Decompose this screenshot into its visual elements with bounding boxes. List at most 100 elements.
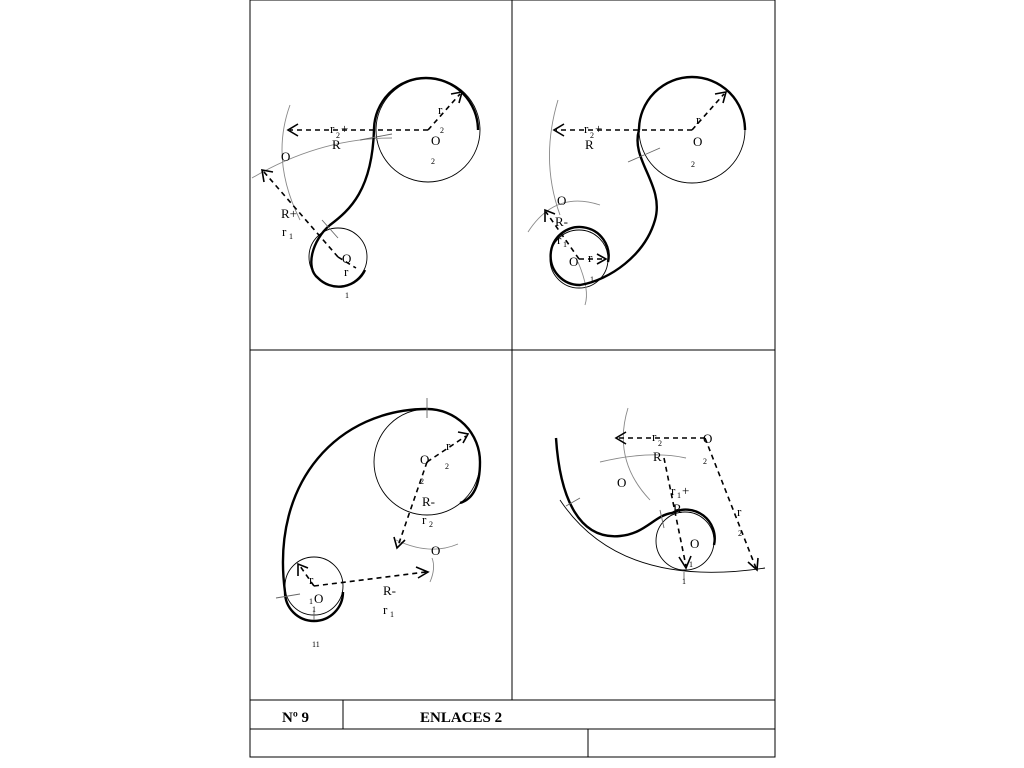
label: O: [557, 193, 566, 208]
label: R-: [555, 214, 568, 229]
label: 2: [590, 131, 594, 140]
construction-arc: [599, 454, 687, 463]
label: 2: [658, 439, 662, 448]
sheet-number: Nº 9: [282, 710, 309, 726]
label: +: [341, 121, 348, 136]
label: 1: [390, 610, 394, 619]
label: R: [585, 137, 594, 152]
label: r: [557, 232, 562, 247]
dimension-line: [663, 457, 687, 567]
label: 1: [677, 491, 681, 500]
dimension-line: [427, 93, 461, 131]
tangent-mark: [565, 497, 581, 507]
label: O: [420, 452, 429, 467]
label: r: [344, 264, 349, 279]
panel-1-external-tangent: r r 2 + R O 2 2 O R+ r 1 O r 1: [251, 76, 481, 300]
label: 1: [590, 275, 594, 284]
label: 2: [336, 131, 340, 140]
arrow-head: [261, 169, 274, 183]
title-block: Nº 9 ENLACES 2: [282, 710, 502, 726]
tangent-link-curve: [554, 437, 716, 546]
label: 2: [691, 160, 695, 169]
label: 1: [289, 232, 293, 241]
label: O: [569, 254, 578, 269]
label: 11: [312, 640, 320, 649]
dimension-line: [263, 171, 339, 258]
arrow-head: [714, 90, 728, 104]
arrow-head: [393, 536, 406, 550]
label: r: [438, 102, 443, 117]
label: R+: [281, 206, 297, 221]
label: r: [584, 121, 589, 136]
label: +: [595, 121, 602, 136]
arrow-head: [747, 557, 759, 572]
arrow-head: [596, 253, 608, 265]
label: r: [737, 504, 742, 519]
label: 2: [440, 126, 444, 135]
arrow-head: [415, 566, 430, 579]
label: r: [422, 512, 427, 527]
dimension-line: [299, 565, 315, 587]
label: 1: [689, 560, 693, 569]
tangent-link-curve: [281, 407, 482, 623]
label: 2: [431, 157, 435, 166]
arrow-head: [552, 123, 565, 137]
label: O: [703, 431, 712, 446]
label: r: [446, 438, 451, 453]
label: r: [652, 429, 657, 444]
panel-4-enclosing-tangent: r 2 R O 2 O r 1 + R r 2 O 1 1: [554, 407, 766, 586]
label: O: [617, 475, 626, 490]
label: 2: [429, 520, 433, 529]
tangent-mark: [659, 509, 665, 529]
tangent-link-curve: [310, 76, 480, 288]
label: r: [383, 602, 388, 617]
label: 2: [420, 477, 424, 486]
dimension-line: [545, 211, 580, 260]
dimension-line: [397, 461, 428, 547]
dimension-line: [337, 256, 357, 269]
label: O: [431, 133, 440, 148]
dimension-line: [426, 435, 467, 463]
arrow-head: [544, 208, 556, 222]
label: O: [314, 591, 323, 606]
large-arc-r: [559, 499, 766, 573]
label: O: [342, 251, 351, 266]
arrow-head: [614, 431, 627, 445]
sheet-frame: [249, 0, 776, 758]
arrow-head: [450, 90, 464, 104]
label: 1: [563, 240, 567, 249]
construction-arc: [429, 557, 435, 583]
dimension-line: [691, 93, 725, 131]
label: 1: [345, 291, 349, 300]
label: +: [682, 483, 689, 498]
label: r: [696, 112, 701, 127]
construction-arc: [549, 99, 561, 216]
label: r: [282, 224, 287, 239]
sheet-title: ENLACES 2: [420, 710, 502, 726]
label: r: [330, 121, 335, 136]
arrow-head: [678, 555, 692, 570]
construction-arc: [527, 200, 601, 233]
circle-o1: [655, 511, 715, 571]
construction-arc: [251, 137, 393, 179]
label: 1: [309, 597, 313, 606]
dimension-line: [313, 571, 427, 587]
label: r: [588, 250, 593, 265]
construction-arc: [622, 407, 651, 501]
panel-2-mixed-tangent: r r 2 + R O 2 O R- r 1 O r 1: [527, 75, 747, 306]
label: 1: [682, 577, 686, 586]
label: R: [673, 501, 682, 516]
tangent-mark: [359, 133, 393, 141]
arrow-head: [457, 431, 470, 444]
label: R: [653, 449, 662, 464]
label: O: [281, 149, 290, 164]
label: O: [693, 134, 702, 149]
construction-arc: [577, 261, 587, 306]
label: R-: [422, 494, 435, 509]
label: 2: [703, 457, 707, 466]
label: r: [671, 483, 676, 498]
panel-3-internal-tangent: r O 2 2 R- r 2 O r 1 O 1 R- r 1 11: [275, 398, 482, 649]
tangent-mark: [627, 147, 661, 163]
label: R-: [383, 583, 396, 598]
